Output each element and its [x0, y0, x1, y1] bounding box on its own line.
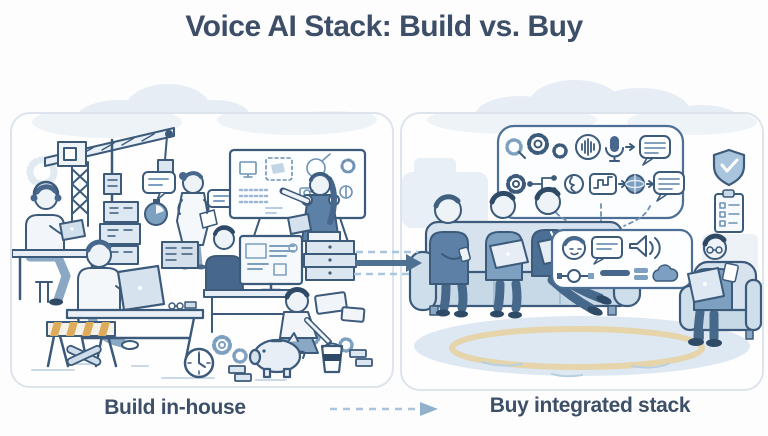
gear-magnifier-icon [505, 138, 526, 159]
panel-inner-clouds [32, 114, 377, 138]
user-face-icon [562, 236, 586, 260]
cloud-icon [652, 264, 679, 282]
compliance-checklist-icon [714, 189, 744, 233]
metrics-chart-icon [589, 173, 617, 195]
laptop-developer [65, 239, 205, 360]
rug [414, 316, 750, 378]
build-in-house-panel [10, 112, 394, 388]
globe-icon [625, 174, 645, 194]
transition-arrow-icon [354, 250, 422, 276]
ai-brain-icon [564, 174, 584, 194]
page-title: Voice AI Stack: Build vs. Buy [185, 10, 583, 43]
bricks-icon [228, 349, 373, 382]
boxes-icon [314, 291, 366, 323]
buy-integrated-panel [400, 112, 764, 391]
gear-watermark-icon [26, 156, 58, 188]
stopwatch-icon [144, 199, 168, 226]
connector-slider-icon [557, 269, 594, 283]
armchair-person [687, 233, 739, 347]
piggy-bank-icon [248, 332, 306, 379]
floor-lines [31, 363, 287, 381]
wall-clock-icon [183, 347, 215, 379]
build-in-house-label: Build in-house [104, 396, 246, 419]
kneeling-engineer [275, 287, 332, 354]
bucket-icon [320, 342, 344, 374]
storage-drawers-icon [303, 231, 357, 281]
microphone-icon [605, 136, 624, 162]
server-stack-icon [99, 201, 141, 265]
speech-bubbles-icon [142, 171, 235, 208]
assistant-card [550, 228, 694, 290]
voice-waveform-icon [575, 134, 601, 160]
buy-integrated-stack-label: Buy integrated stack [489, 394, 691, 417]
loudspeaker-icon [629, 235, 661, 259]
flow-arrow [625, 143, 635, 151]
shield-check-icon [712, 148, 746, 187]
chat-bubble-icon [639, 135, 671, 166]
construction-barrier-icon [46, 321, 118, 368]
label-arrow-icon [330, 402, 438, 416]
construction-crane-icon [44, 127, 175, 227]
chat-bubble-icon [653, 171, 685, 202]
speech-bubble-icon [591, 236, 623, 265]
couch-person-laptop [485, 190, 529, 319]
gear-icons [506, 133, 568, 194]
level-bars-icon [600, 268, 648, 280]
couch-person-phone [429, 194, 471, 318]
crossed-wrenches-icon [66, 344, 102, 366]
ai-pipeline-panel [496, 124, 685, 229]
desktop-workstation [161, 225, 305, 333]
